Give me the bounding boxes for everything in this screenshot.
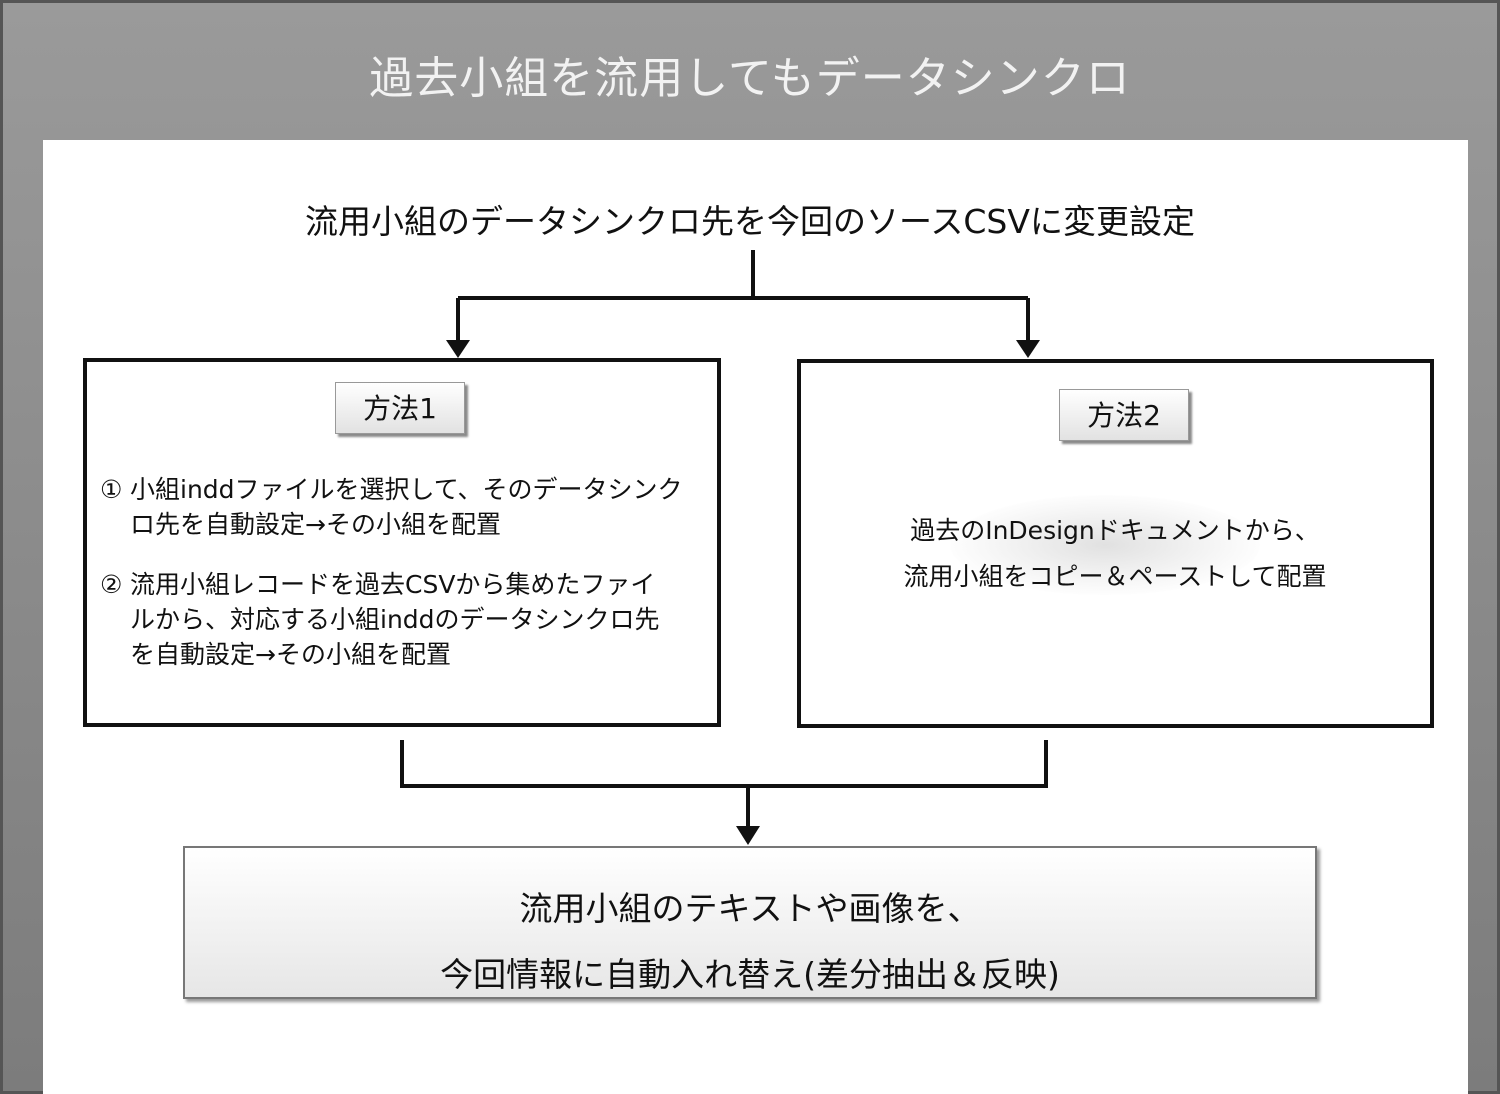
arrowhead-method1 xyxy=(446,340,470,358)
result-text-line: 今回情報に自動入れ替え(差分抽出＆反映) xyxy=(440,955,1060,994)
result-box: 流用小組のテキストや画像を、 今回情報に自動入れ替え(差分抽出＆反映) xyxy=(183,846,1317,999)
merge-connector xyxy=(400,740,1048,830)
method2-description: 過去のInDesignドキュメントから、 流用小組をコピー＆ペーストして配置 xyxy=(800,508,1430,600)
step-text-line: を自動設定→その小組を配置 xyxy=(130,640,451,669)
step-text-line: 流用小組レコードを過去CSVから集めたファイ xyxy=(130,570,656,599)
arrowhead-method2 xyxy=(1016,340,1040,358)
method1-label: 方法1 xyxy=(335,382,465,434)
step-text-line: ロ先を自動設定→その小組を配置 xyxy=(130,510,501,539)
split-connector xyxy=(458,250,1028,300)
step-text-line: ルから、対応する小組inddのデータシンクロ先 xyxy=(130,605,660,634)
method2-text-line: 過去のInDesignドキュメントから、 xyxy=(910,516,1320,545)
top-step-heading: 流用小組のデータシンクロ先を今回のソースCSVに変更設定 xyxy=(305,202,1195,241)
step-text-line: 小組inddファイルを選択して、そのデータシンク xyxy=(130,475,683,504)
method2-text-line: 流用小組をコピー＆ペーストして配置 xyxy=(903,562,1327,591)
arrowhead-result xyxy=(736,826,760,845)
step-number: ② xyxy=(100,570,123,599)
step-number: ① xyxy=(100,475,123,504)
method2-highlight xyxy=(950,495,1260,595)
result-text-line: 流用小組のテキストや画像を、 xyxy=(519,889,981,928)
method2-label: 方法2 xyxy=(1059,389,1189,441)
slide-title: 過去小組を流用してもデータシンクロ xyxy=(369,53,1131,104)
